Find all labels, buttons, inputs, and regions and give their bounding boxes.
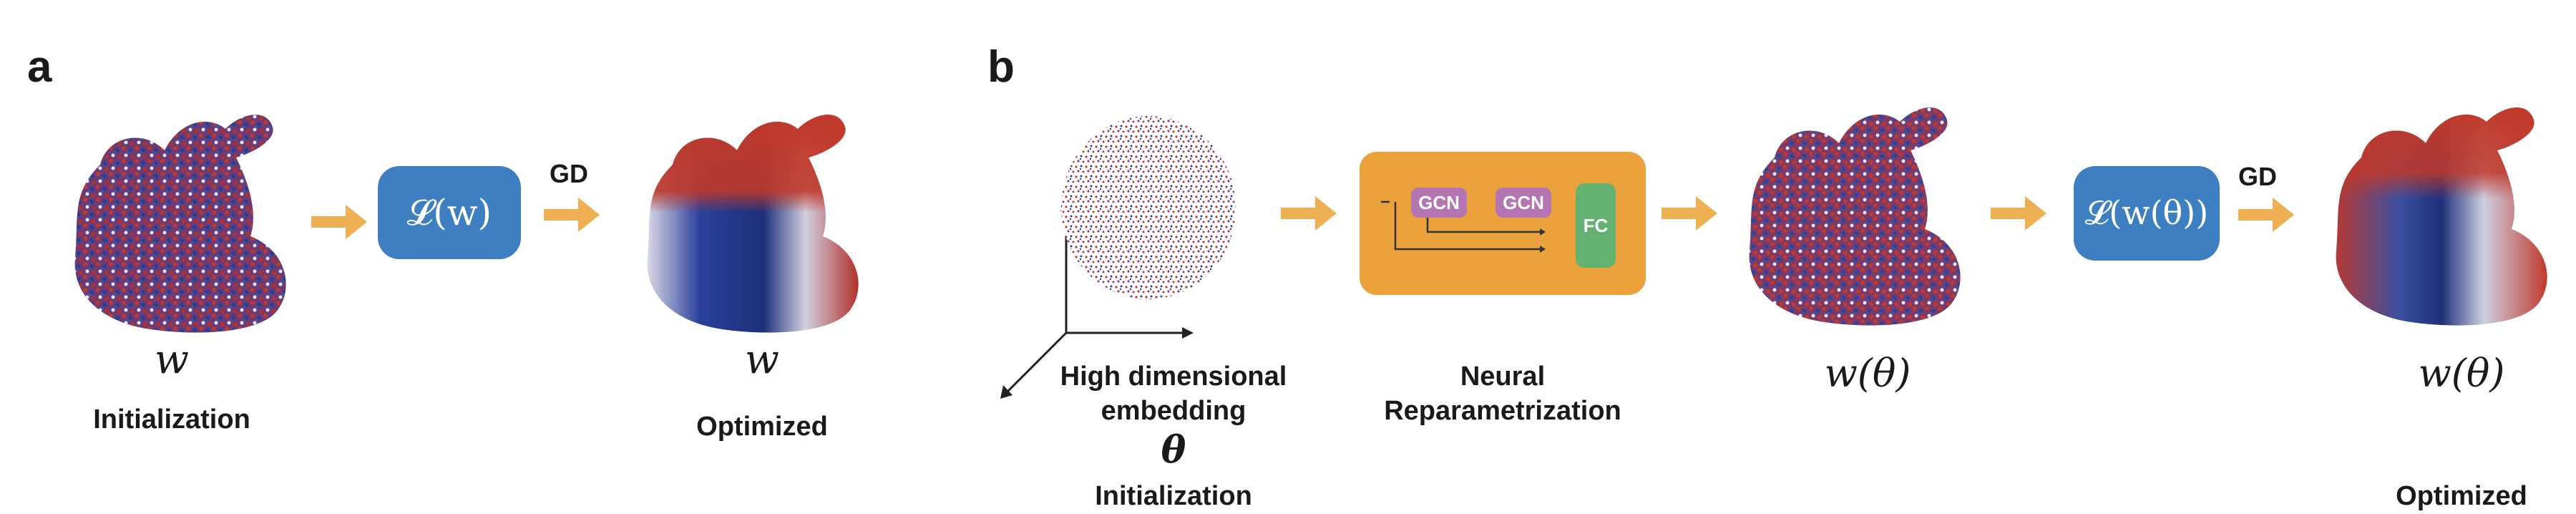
loss-label-a: 𝓛(w) (406, 191, 492, 233)
embedding-axes-diagram (1000, 116, 1236, 399)
gcn-block-2: GCN (1496, 188, 1551, 218)
embedding-label: High dimensional embedding (1041, 359, 1306, 428)
embedding-label-line2: embedding (1101, 396, 1246, 426)
init-label-b: Initialization (1095, 481, 1252, 511)
opt-w-symbol: w (745, 336, 779, 383)
opt-label-a: Optimized (696, 412, 828, 442)
opt-w-theta-symbol: w(θ) (2418, 351, 2505, 396)
w-theta-symbol: w(θ) (1824, 351, 1911, 396)
fc-block: FC (1576, 183, 1616, 268)
bunny-initial-image (74, 115, 286, 333)
nn-label: Neural Reparametrization (1381, 359, 1624, 428)
init-w-symbol: w (155, 336, 189, 383)
gd-label-b: GD (2238, 162, 2277, 191)
arrow-b1 (1281, 196, 1337, 231)
axis-z-line (1004, 331, 1068, 395)
arrow-a1 (311, 205, 367, 239)
loss-box-a: 𝓛(w) (378, 166, 521, 259)
bunny-optimized-image (647, 115, 859, 333)
nn-label-line1: Neural (1460, 362, 1546, 392)
embedding-label-line1: High dimensional (1060, 362, 1287, 392)
gd-label-a: GD (550, 159, 588, 188)
gcn-block-1: GCN (1411, 188, 1467, 218)
loss-box-b: 𝓛(w(θ)) (2074, 166, 2220, 261)
loss-label-b: 𝓛(w(θ)) (2084, 193, 2209, 232)
arrow-b3 (1991, 196, 2046, 231)
panel-b-letter: b (987, 42, 1015, 92)
opt-label-b: Optimized (2396, 481, 2527, 511)
arrow-a2 (544, 198, 600, 232)
point-cloud (1061, 116, 1236, 299)
bunny-optimized-b-image (2336, 107, 2547, 326)
arrow-b2 (1662, 196, 1717, 231)
bunny-reparam-image (1749, 107, 1961, 326)
nn-label-line2: Reparametrization (1384, 396, 1621, 426)
panel-a-letter: a (27, 42, 52, 92)
theta-symbol: θ (1161, 428, 1186, 472)
init-label-a: Initialization (93, 404, 250, 435)
arrow-b4 (2238, 198, 2294, 232)
